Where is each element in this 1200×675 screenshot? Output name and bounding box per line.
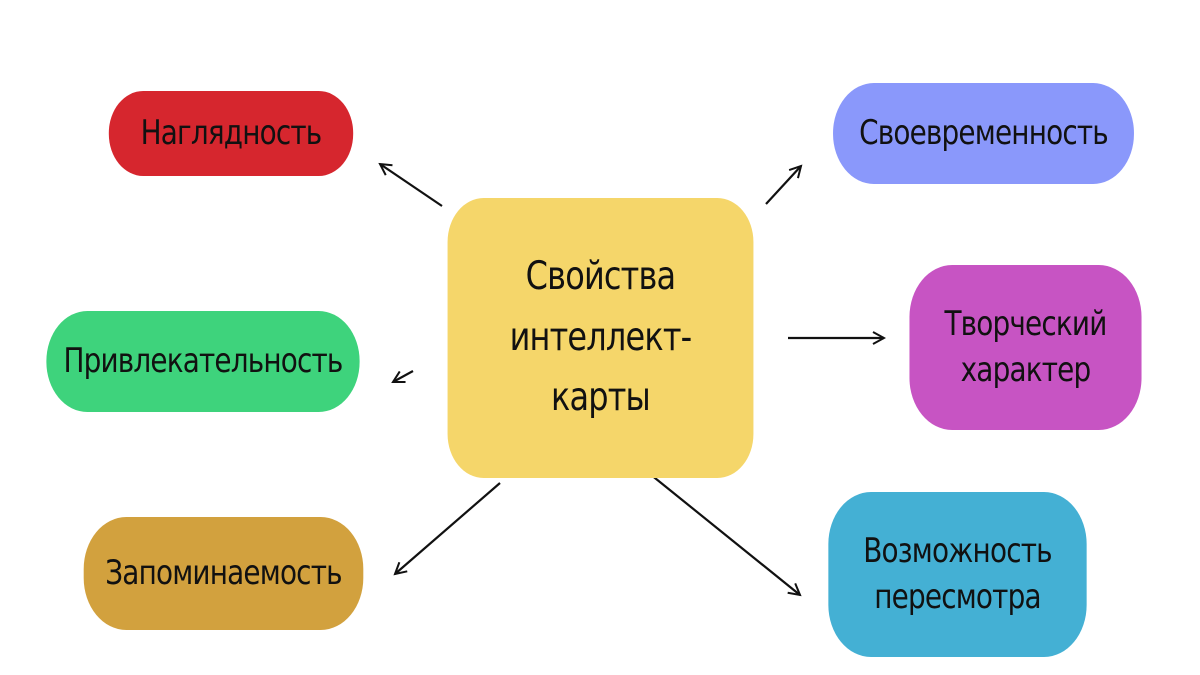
node-vozmozhnost: Возможность пересмотра bbox=[828, 492, 1087, 657]
node-privlekatelnost: Привлекательность bbox=[46, 311, 360, 412]
node-zapominaemost-label: Запоминаемость bbox=[105, 551, 342, 597]
node-tvorcheskiy-label: Творческий характер bbox=[944, 302, 1107, 394]
node-naglyadnost: Наглядность bbox=[108, 91, 354, 176]
node-naglyadnost-line-1: Наглядность bbox=[140, 112, 323, 153]
arrow-to-naglyadnost bbox=[380, 164, 443, 207]
center-node-label: Свойства интеллект- карты bbox=[509, 247, 693, 428]
arrow-to-privlekatelnost bbox=[393, 370, 414, 382]
node-vozmozhnost-line-2: пересмотра bbox=[874, 576, 1041, 617]
arrow-to-zapominaemost bbox=[395, 482, 501, 574]
center-line-1: Свойства bbox=[525, 254, 676, 300]
node-svoevremennost: Своевременность bbox=[833, 83, 1134, 184]
node-tvorcheskiy-line-1: Творческий bbox=[944, 303, 1107, 344]
node-tvorcheskiy-line-2: характер bbox=[960, 349, 1092, 390]
center-line-3: карты bbox=[550, 375, 651, 421]
node-privlekatelnost-label: Привлекательность bbox=[63, 339, 343, 385]
node-zapominaemost-line-1: Запоминаемость bbox=[105, 552, 342, 593]
node-vozmozhnost-line-1: Возможность bbox=[863, 530, 1052, 571]
node-tvorcheskiy: Творческий характер bbox=[909, 265, 1142, 430]
arrow-to-svoevremennost bbox=[765, 166, 801, 205]
node-privlekatelnost-line-1: Привлекательность bbox=[63, 340, 343, 381]
node-naglyadnost-label: Наглядность bbox=[140, 111, 323, 157]
center-line-2: интеллект- bbox=[509, 314, 693, 360]
node-svoevremennost-line-1: Своевременность bbox=[859, 112, 1109, 153]
arrow-to-vozmozhnost bbox=[649, 473, 800, 595]
center-node: Свойства интеллект- карты bbox=[447, 198, 754, 478]
node-vozmozhnost-label: Возможность пересмотра bbox=[863, 529, 1052, 621]
node-zapominaemost: Запоминаемость bbox=[83, 517, 364, 630]
node-svoevremennost-label: Своевременность bbox=[859, 111, 1109, 157]
